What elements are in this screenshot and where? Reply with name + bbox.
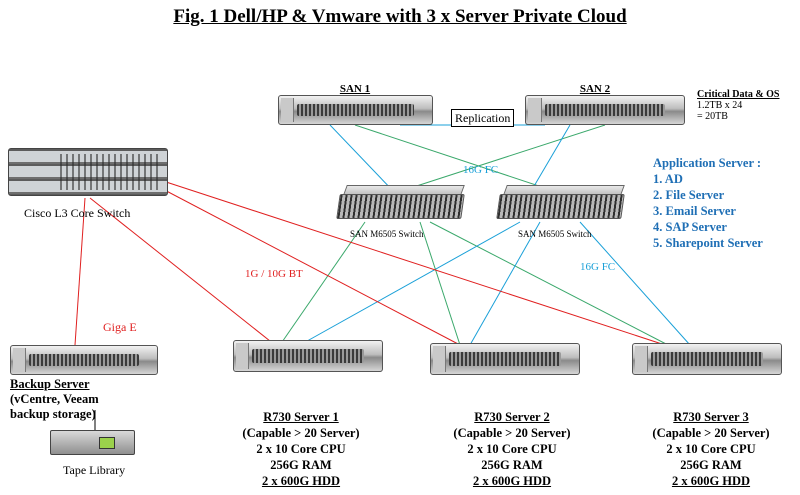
san2-storage	[525, 95, 685, 125]
core-switch-label: Cisco L3 Core Switch	[24, 206, 131, 220]
fc-label-right: 16G FC	[580, 261, 616, 273]
server-hdd: 2 x 600G HDD	[472, 474, 552, 488]
gigae-label: Giga E	[103, 320, 137, 334]
server-1	[233, 340, 383, 372]
link-fcswitch1-server2	[419, 221, 461, 346]
replication-label: Replication	[451, 109, 515, 127]
server-hdd: 2 x 600G HDD	[671, 474, 751, 488]
server-2	[430, 343, 580, 375]
critical-data-note: Critical Data & OS 1.2TB x 24 = 20TB	[697, 89, 780, 122]
app-server-item: 3. Email Server	[653, 204, 736, 218]
san1-label: SAN 1	[339, 83, 371, 95]
backup-server	[10, 345, 158, 375]
server-capacity: (Capable > 20 Server)	[453, 426, 571, 440]
san1-storage	[278, 95, 433, 125]
server-ram: 256G RAM	[270, 458, 332, 472]
server-hdd: 2 x 600G HDD	[261, 474, 341, 488]
app-server-heading: Application Server :	[653, 156, 762, 170]
critical-data-heading: Critical Data & OS	[697, 89, 780, 100]
san-switch-2-label: SAN M6505 Switch	[518, 229, 592, 239]
link-core-server3	[159, 179, 666, 346]
critical-data-total: = 20TB	[697, 111, 728, 122]
app-server-item: 2. File Server	[653, 188, 725, 202]
link-fcswitch1-server1	[279, 221, 366, 346]
server-3	[632, 343, 782, 375]
app-server-item: 1. AD	[653, 172, 683, 186]
server-name: R730 Server 3	[673, 410, 749, 424]
tape-display	[99, 437, 115, 449]
app-server-item: 5. Sharepoint Server	[653, 236, 763, 250]
server-2-caption: R730 Server 2 (Capable > 20 Server) 2 x …	[437, 409, 587, 489]
link-san1-fcswitch2	[354, 124, 561, 194]
san-switch-1-label: SAN M6505 Switch	[350, 229, 424, 239]
fc-label-top: 16G FC	[463, 164, 499, 176]
backup-server-desc: (vCentre, Veeam	[10, 392, 99, 406]
link-san1-fcswitch1	[329, 124, 396, 194]
server-ram: 256G RAM	[680, 458, 742, 472]
server-cpu: 2 x 10 Core CPU	[256, 442, 346, 456]
server-capacity: (Capable > 20 Server)	[242, 426, 360, 440]
san-switch-2	[496, 194, 625, 219]
link-core-backup	[74, 197, 86, 346]
link-fcswitch2-server2	[469, 221, 541, 346]
server-ram: 256G RAM	[481, 458, 543, 472]
cisco-core-switch	[8, 148, 168, 196]
link-san2-fcswitch2	[529, 124, 571, 194]
critical-data-size: 1.2TB x 24	[697, 100, 743, 111]
san2-label: SAN 2	[579, 83, 611, 95]
san-switch-1	[336, 194, 465, 219]
link-fcswitch2-server1	[299, 221, 521, 346]
link-core-server1	[89, 197, 276, 346]
link-core-server2	[154, 184, 461, 346]
diagram-title: Fig. 1 Dell/HP & Vmware with 3 x Server …	[173, 6, 627, 27]
link-fcswitch2-server3	[579, 221, 691, 346]
server-3-caption: R730 Server 3 (Capable > 20 Server) 2 x …	[636, 409, 786, 489]
tape-library	[50, 430, 135, 455]
link-san2-fcswitch1	[394, 124, 606, 194]
server-capacity: (Capable > 20 Server)	[652, 426, 770, 440]
app-server-item: 4. SAP Server	[653, 220, 727, 234]
backup-server-name: Backup Server	[10, 377, 90, 391]
server-1-caption: R730 Server 1 (Capable > 20 Server) 2 x …	[226, 409, 376, 489]
server-cpu: 2 x 10 Core CPU	[467, 442, 557, 456]
backup-server-caption: Backup Server (vCentre, Veeam backup sto…	[10, 377, 99, 422]
backup-server-desc: backup storage)	[10, 407, 96, 421]
server-name: R730 Server 2	[474, 410, 550, 424]
server-cpu: 2 x 10 Core CPU	[666, 442, 756, 456]
server-name: R730 Server 1	[263, 410, 339, 424]
bt-label: 1G / 10G BT	[245, 268, 303, 280]
tape-library-label: Tape Library	[63, 463, 126, 477]
application-server-list: Application Server : 1. AD 2. File Serve…	[653, 155, 763, 251]
link-fcswitch1-server3	[429, 221, 669, 346]
